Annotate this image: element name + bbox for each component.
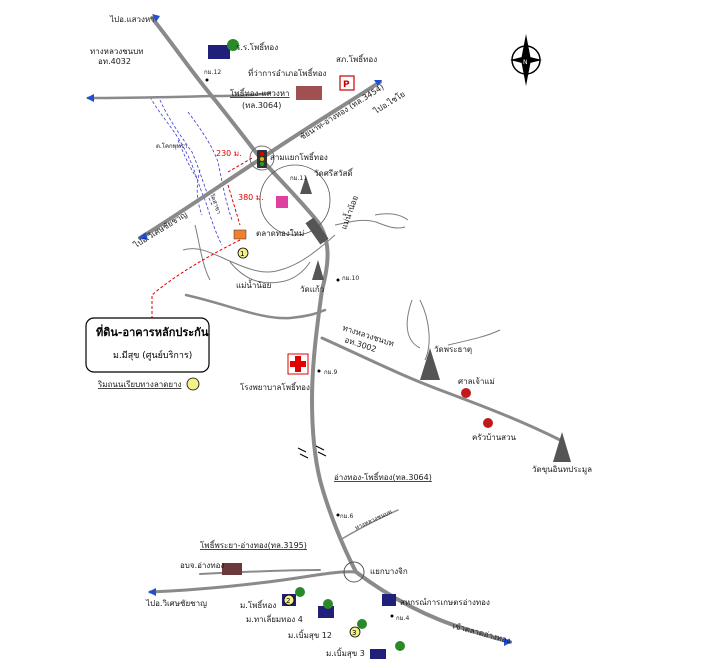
label-river: แม่น้ำน้อย <box>338 194 360 231</box>
label-wat-phra: วัดพระธาตุ <box>434 345 472 354</box>
label-restaurant: ครัวบ้านสวน <box>472 433 517 442</box>
marker-circle-icon: 1 2 3 <box>237 247 361 638</box>
label-road-diag: ทางหลวงชนบท <box>354 508 393 531</box>
label-district-office: ที่ว่าการอำเภอโพธิ์ทอง <box>248 67 327 78</box>
river-network <box>149 96 233 246</box>
label-km10: กม.10 <box>342 275 359 282</box>
label-wat-1: วัดศรีสวัสดิ์ <box>314 167 354 178</box>
label-km6: กม.6 <box>340 513 353 520</box>
legend-marker-icon <box>186 377 200 391</box>
box-title: ที่ดิน-อาคารหลักประกัน <box>96 324 209 339</box>
label-moo-3: ม.เบิ้มสุข 3 <box>326 647 365 658</box>
label-moo-4: ม.ทาเลี่ยมทอง 4 <box>246 613 303 624</box>
label-moo-12: ม.เบิ้มสุข 12 <box>288 629 332 640</box>
legend-text: ริมถนนเรียบทางลาดยาง <box>97 380 181 389</box>
bridge-icon <box>305 217 329 245</box>
label-road-3195: โพธิ์พระยา-อ่างทอง(ทล.3195) <box>200 539 307 550</box>
label-market-new: ตลาดทองใหม่ <box>256 229 304 238</box>
restaurant-icon <box>461 388 493 428</box>
label-angthong-office: อบจ.อ่างทอง <box>180 561 224 570</box>
label-dist-380: 380 ม. <box>238 193 264 202</box>
label-road-3064: (ทล.3064) <box>242 101 281 110</box>
label-road-angthong-photong: อ่างทอง-โพธิ์ทอง(ทล.3064) <box>334 471 432 482</box>
arrow-left-icon <box>86 14 512 646</box>
label-wat-khaeo: วัดแก้ว <box>300 285 324 294</box>
traffic-light-icon <box>249 145 275 171</box>
distance-lines <box>151 157 253 320</box>
label-hwy-4032-code: อท.4032 <box>98 57 131 66</box>
marker-1-label: 1 <box>240 250 244 258</box>
label-junction-bangchik: แยกบางจิก <box>370 567 408 576</box>
town-circle <box>259 164 331 236</box>
marker-2-label: 2 <box>286 597 290 605</box>
label-moo-phothong: ม.โพธิ์ทอง <box>240 599 276 610</box>
road-break-marker <box>297 445 327 459</box>
label-school-photong: ร.ร.โพธิ์ทอง <box>236 41 278 52</box>
label-km11: กม.11 <box>290 175 307 182</box>
label-km4: กม.4 <box>396 615 409 622</box>
police-icon: P <box>339 75 355 91</box>
north-arrow-icon: N <box>510 34 542 86</box>
north-label: N <box>523 59 528 66</box>
shop-icon <box>276 196 288 208</box>
temple-icon <box>300 176 571 462</box>
market-icon <box>233 229 247 240</box>
svg-text:P: P <box>343 80 350 90</box>
label-km9: กม.9 <box>324 369 337 376</box>
label-wat-khun: วัดขุนอินทประมูล <box>532 465 592 475</box>
hospital-cross-icon <box>287 353 309 375</box>
label-hospital: โรงพยาบาลโพธิ์ทอง <box>240 381 310 392</box>
box-subtitle: ม.มีสุข (ศูนย์บริการ) <box>113 349 192 361</box>
label-shrine-1: ศาลเจ้าแม่ <box>458 377 495 386</box>
label-police: สภ.โพธิ์ทอง <box>336 53 377 64</box>
label-km12: กม.12 <box>204 69 221 76</box>
collateral-box: ที่ดิน-อาคารหลักประกัน ม.มีสุข (ศูนย์บริ… <box>85 317 210 373</box>
label-temple-small: วัดสาขา <box>208 192 222 215</box>
legend: ริมถนนเรียบทางลาดยาง <box>97 377 200 391</box>
junction-circle <box>343 561 365 583</box>
label-to-angthong: เข้าตลาดอ่างทอง <box>451 621 511 645</box>
label-canal-noi: แม่น้ำน้อย <box>236 279 271 290</box>
label-to-wisetchaichan: ไปอ.วิเศษชัยชาญ <box>131 210 188 251</box>
label-dist-230: 230 ม. <box>216 149 242 158</box>
canals <box>182 213 501 361</box>
km-dots <box>205 78 394 618</box>
label-coop: สหกรณ์การเกษตรอ่างทอง <box>400 597 490 607</box>
label-kokphutsa: ต.โคกพุทรา <box>156 142 187 150</box>
label-road-photong-saengha: โพธิ์ทอง-แสวงหา <box>230 87 290 98</box>
label-hwy-4032: ทางหลวงชนบท <box>90 47 144 56</box>
marker-3-label: 3 <box>352 629 356 637</box>
tree-icon <box>227 39 405 651</box>
label-to-saengha: ไปอ.แสวงหา <box>109 15 155 24</box>
label-junction-photong: สามแยกโพธิ์ทอง <box>270 151 328 162</box>
label-to-wiset: ไปอ.วิเศษชัยชาญ <box>145 599 207 608</box>
